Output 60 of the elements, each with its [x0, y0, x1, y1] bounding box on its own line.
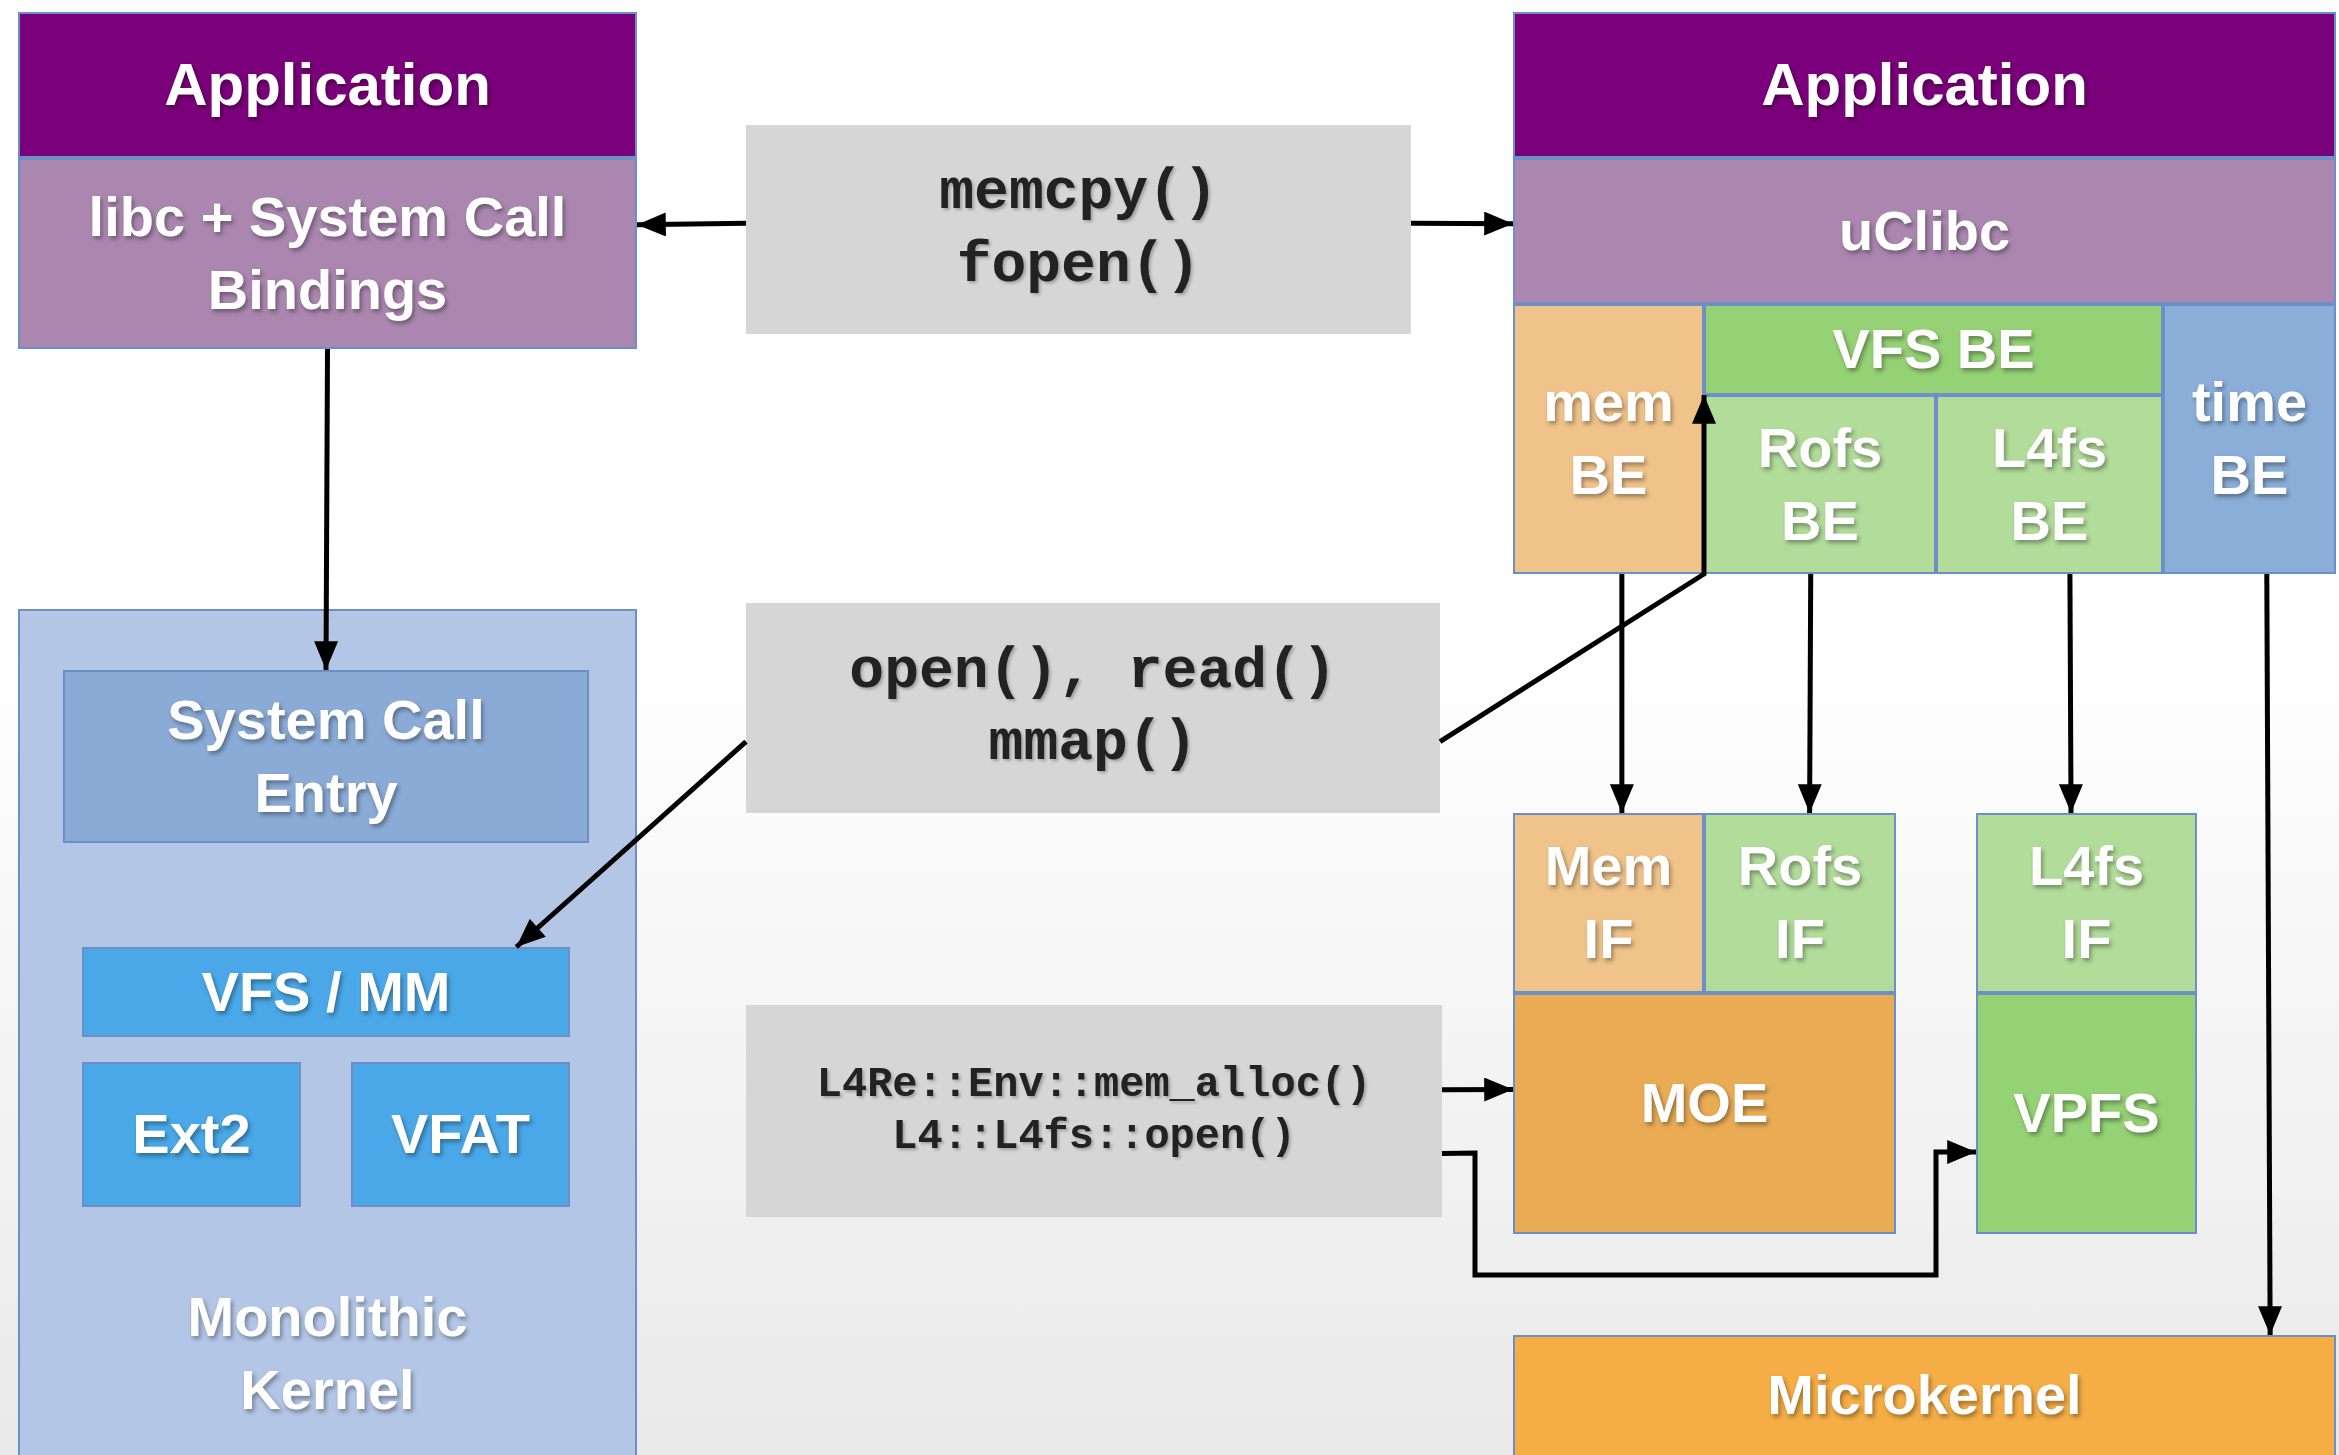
layer-box	[1513, 813, 1704, 993]
layer-box	[1976, 813, 2197, 993]
arrow	[314, 349, 339, 670]
function-call-text: fopen()	[956, 231, 1201, 300]
layer-label: Application	[1761, 50, 2088, 120]
layer-label: L4fs BE	[1990, 414, 2109, 554]
layer-box	[1936, 395, 2163, 574]
layer-box	[63, 670, 589, 843]
layer-box	[1513, 158, 2336, 304]
arrow	[636, 212, 747, 237]
arrow	[514, 739, 748, 949]
layer-label: Microkernel	[1767, 1361, 2082, 1428]
kernel-container	[18, 609, 637, 1455]
layer-label: Rofs BE	[1756, 414, 1884, 554]
layer-box	[351, 1062, 570, 1207]
function-call-box	[746, 125, 1411, 334]
layer-box	[1704, 813, 1896, 993]
layer-label: MOE	[1640, 1070, 1769, 1137]
layer-box	[1513, 12, 2336, 158]
arrow	[1411, 211, 1513, 236]
arrow	[2258, 574, 2283, 1335]
function-call-text: L4Re::Env::mem_alloc()	[816, 1059, 1372, 1111]
layer-label: Rofs IF	[1736, 833, 1864, 972]
layer-label: uClibc	[1838, 197, 2011, 264]
function-call-box	[746, 1005, 1442, 1217]
layer-label: Monolithic Kernel	[186, 1284, 469, 1424]
layer-label: Application	[164, 50, 491, 120]
function-call-text: mmap()	[988, 710, 1198, 778]
layer-box	[82, 947, 570, 1037]
layer-label: mem BE	[1542, 369, 1675, 508]
arrow	[1797, 574, 1822, 813]
layer-label: Mem IF	[1543, 833, 1674, 972]
arrow	[1442, 1077, 1513, 1102]
layer-box	[2163, 304, 2336, 574]
function-call-text: L4::L4fs::open()	[892, 1112, 1296, 1163]
arrow	[1609, 574, 1634, 813]
arrow	[1438, 395, 1716, 744]
arrow	[1441, 1140, 1976, 1278]
function-call-box	[746, 603, 1440, 813]
layer-box	[18, 158, 637, 349]
layer-label: time BE	[2190, 369, 2309, 508]
layer-box	[82, 1062, 301, 1207]
layer-box	[1704, 304, 2163, 395]
layer-box	[1513, 993, 1896, 1234]
layer-label: Ext2	[132, 1101, 251, 1168]
layer-box	[1513, 1335, 2336, 1455]
layer-box	[1704, 395, 1936, 574]
layer-box	[1976, 993, 2197, 1234]
layer-label: libc + System Call Bindings	[87, 183, 568, 323]
layer-label: L4fs IF	[2027, 833, 2146, 972]
function-call-text: open(), read()	[849, 637, 1337, 706]
layer-box	[18, 12, 637, 158]
layer-label: System Call Entry	[166, 686, 486, 826]
layer-label: VFAT	[391, 1101, 530, 1168]
layer-box	[1513, 304, 1704, 574]
arrow	[2058, 574, 2083, 813]
layer-label: VFS BE	[1832, 316, 2035, 383]
layer-label: VFS / MM	[201, 958, 451, 1025]
function-call-text: memcpy()	[939, 159, 1218, 227]
layer-label: VPFS	[2013, 1080, 2160, 1147]
